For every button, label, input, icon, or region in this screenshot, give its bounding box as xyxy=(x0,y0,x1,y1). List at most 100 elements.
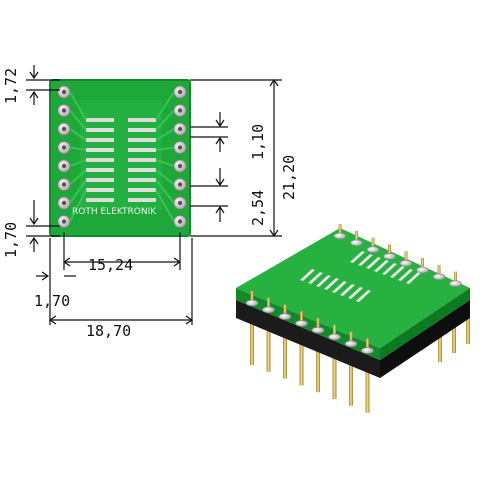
smd-pad-3d xyxy=(340,284,355,296)
pin-tip xyxy=(421,258,424,270)
smd-pad-right xyxy=(128,128,156,132)
pin-tip xyxy=(338,224,342,236)
pin-pad-3d xyxy=(416,266,429,274)
trace-left xyxy=(69,189,87,222)
trace-left xyxy=(69,109,87,131)
smd-pads-3d xyxy=(300,251,421,302)
pin-tip xyxy=(454,271,457,284)
pin-pad-3d xyxy=(311,326,325,334)
smd-pad-3d xyxy=(308,272,323,284)
left-header-strip xyxy=(236,300,380,378)
smd-pad-3d xyxy=(366,257,381,269)
smd-pad-right xyxy=(128,188,156,192)
trace-right xyxy=(155,146,175,151)
pin-pad-3d xyxy=(350,239,363,247)
smd-pad-left xyxy=(86,118,114,122)
smd-pad-left xyxy=(86,138,114,142)
pin-tip xyxy=(404,251,408,264)
trace-left xyxy=(69,91,87,121)
pin-tip xyxy=(283,304,287,317)
pcb-top-surface xyxy=(236,228,470,348)
smd-pad-left xyxy=(86,128,114,132)
pin-pad-3d xyxy=(295,320,308,327)
dim-side-margin: 1,70 xyxy=(34,292,70,310)
dimension-lines xyxy=(26,65,282,325)
smd-pad-3d xyxy=(398,269,413,281)
dim-pin-pitch: 2,54 xyxy=(249,190,267,226)
pin-pad-3d xyxy=(383,253,396,260)
header-pin xyxy=(316,332,320,393)
pin-hole-left xyxy=(61,200,67,206)
header-pin xyxy=(266,311,271,372)
smd-pad-3d xyxy=(382,263,397,275)
pin-pad-3d xyxy=(449,280,462,287)
dim-top-margin: 1,72 xyxy=(2,68,20,104)
trace-right xyxy=(155,159,175,167)
pin-hole-left xyxy=(61,108,67,113)
smd-pad-right xyxy=(128,158,156,162)
pin-hole-right xyxy=(177,108,183,113)
dim-bottom-margin: 1,70 xyxy=(2,222,20,258)
pin-tip xyxy=(388,244,391,257)
silkscreen-label: ROTH ELEKTRONIK xyxy=(72,207,157,217)
dim-pad-pitch: 1,10 xyxy=(249,124,267,160)
smd-pad-3d xyxy=(348,287,363,299)
header-pin xyxy=(299,325,304,386)
pin-pad-3d xyxy=(262,306,275,314)
pin-pad-3d xyxy=(333,232,347,240)
pin-hole-right xyxy=(177,182,183,187)
trace-right xyxy=(155,179,175,204)
pin-hole-right xyxy=(177,200,183,206)
pin-pad-3d xyxy=(278,313,292,320)
pcb-edge-front xyxy=(236,288,380,360)
pin-hole-left xyxy=(61,145,67,150)
pin-hole-left xyxy=(61,163,67,169)
header-pin xyxy=(332,339,337,399)
trace-left xyxy=(69,128,87,141)
perspective-board-view xyxy=(236,224,470,413)
dim-board-width: 18,70 xyxy=(86,322,131,340)
smd-pad-left xyxy=(86,158,114,162)
smd-pad-3d xyxy=(332,281,347,293)
smd-pad-3d xyxy=(350,251,365,263)
trace-left xyxy=(69,179,87,204)
pin-tip xyxy=(366,338,369,351)
smd-pad-3d xyxy=(324,278,339,290)
pin-tops-3d xyxy=(245,224,462,354)
pin-tip xyxy=(371,237,375,250)
smd-pad-left xyxy=(86,178,114,182)
dim-board-height: 21,20 xyxy=(280,155,298,200)
pin-pad-3d xyxy=(361,347,374,354)
smd-pad-right xyxy=(128,148,156,152)
pin-tip xyxy=(250,291,254,303)
pin-hole-right xyxy=(177,219,183,224)
pin-pad-3d xyxy=(344,340,358,348)
pin-hole-right xyxy=(177,145,183,150)
pin-pad-3d xyxy=(366,246,380,253)
smd-pad-left xyxy=(86,188,114,192)
pin-hole-left xyxy=(61,219,67,224)
smd-pad-3d xyxy=(406,272,421,284)
header-pin xyxy=(283,318,287,379)
trace-right xyxy=(155,128,175,141)
pin-tip xyxy=(437,264,441,277)
smd-pad-3d xyxy=(374,260,389,272)
smd-pad-3d xyxy=(356,290,371,302)
smd-pad-3d xyxy=(390,266,405,278)
smd-pads xyxy=(69,91,175,222)
pin-tip xyxy=(333,325,336,337)
trace-right xyxy=(155,189,175,222)
pin-tip xyxy=(300,311,303,324)
header-pin xyxy=(250,305,254,365)
pin-tip xyxy=(355,230,358,243)
header-pin xyxy=(365,352,370,413)
pin-tip xyxy=(267,297,270,310)
right-header-strip xyxy=(380,300,470,378)
pin-hole-left xyxy=(61,89,67,95)
smd-pad-right xyxy=(128,198,156,202)
trace-right xyxy=(155,91,175,121)
pin-hole-left xyxy=(61,126,67,132)
trace-left xyxy=(69,169,87,186)
smd-pad-left xyxy=(86,168,114,172)
